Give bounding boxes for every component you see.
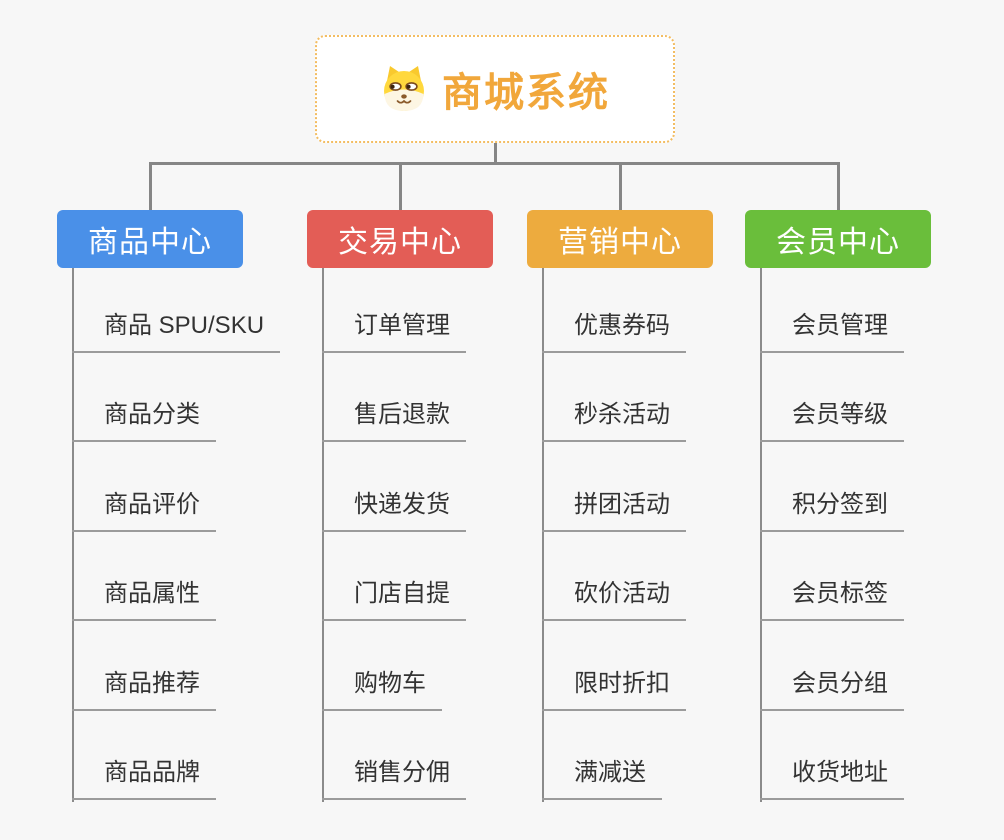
- child-node[interactable]: 积分签到: [760, 488, 904, 532]
- branch-trunk-line: [72, 268, 74, 802]
- connector-drop-line: [618, 162, 622, 210]
- child-node[interactable]: 门店自提: [322, 577, 466, 621]
- branch-header-3[interactable]: 营销中心: [527, 210, 713, 268]
- root-node-title: 商城系统: [442, 71, 610, 115]
- child-node[interactable]: 售后退款: [322, 398, 466, 442]
- connector-drop-line: [836, 162, 840, 210]
- child-node[interactable]: 会员标签: [760, 577, 904, 621]
- dog-face-icon: [384, 66, 424, 111]
- child-node[interactable]: 满减送: [542, 756, 662, 800]
- child-node[interactable]: 商品评价: [72, 488, 216, 532]
- child-node[interactable]: 购物车: [322, 667, 442, 711]
- branch-header-4[interactable]: 会员中心: [745, 210, 931, 268]
- child-node[interactable]: 商品推荐: [72, 667, 216, 711]
- child-node[interactable]: 优惠券码: [542, 309, 686, 353]
- branch-header-1[interactable]: 商品中心: [57, 210, 243, 268]
- child-node[interactable]: 商品属性: [72, 577, 216, 621]
- root-node[interactable]: 商城系统: [315, 35, 675, 143]
- branch-header-2[interactable]: 交易中心: [307, 210, 493, 268]
- child-node[interactable]: 拼团活动: [542, 488, 686, 532]
- child-node[interactable]: 会员分组: [760, 667, 904, 711]
- branch-trunk-line: [760, 268, 762, 802]
- branch-trunk-line: [542, 268, 544, 802]
- child-node[interactable]: 商品分类: [72, 398, 216, 442]
- child-node[interactable]: 快递发货: [322, 488, 466, 532]
- child-node[interactable]: 会员管理: [760, 309, 904, 353]
- child-node[interactable]: 秒杀活动: [542, 398, 686, 442]
- branch-trunk-line: [322, 268, 324, 802]
- connector-drop-line: [148, 162, 152, 210]
- child-node[interactable]: 收货地址: [760, 756, 904, 800]
- root-drop-line: [494, 143, 497, 165]
- child-node[interactable]: 砍价活动: [542, 577, 686, 621]
- child-node[interactable]: 订单管理: [322, 309, 466, 353]
- connector-bus-line: [148, 162, 840, 165]
- child-node[interactable]: 商品品牌: [72, 756, 216, 800]
- child-node[interactable]: 会员等级: [760, 398, 904, 442]
- child-node[interactable]: 商品 SPU/SKU: [72, 309, 281, 353]
- child-node[interactable]: 限时折扣: [542, 667, 686, 711]
- connector-drop-line: [398, 162, 402, 210]
- child-node[interactable]: 销售分佣: [322, 756, 466, 800]
